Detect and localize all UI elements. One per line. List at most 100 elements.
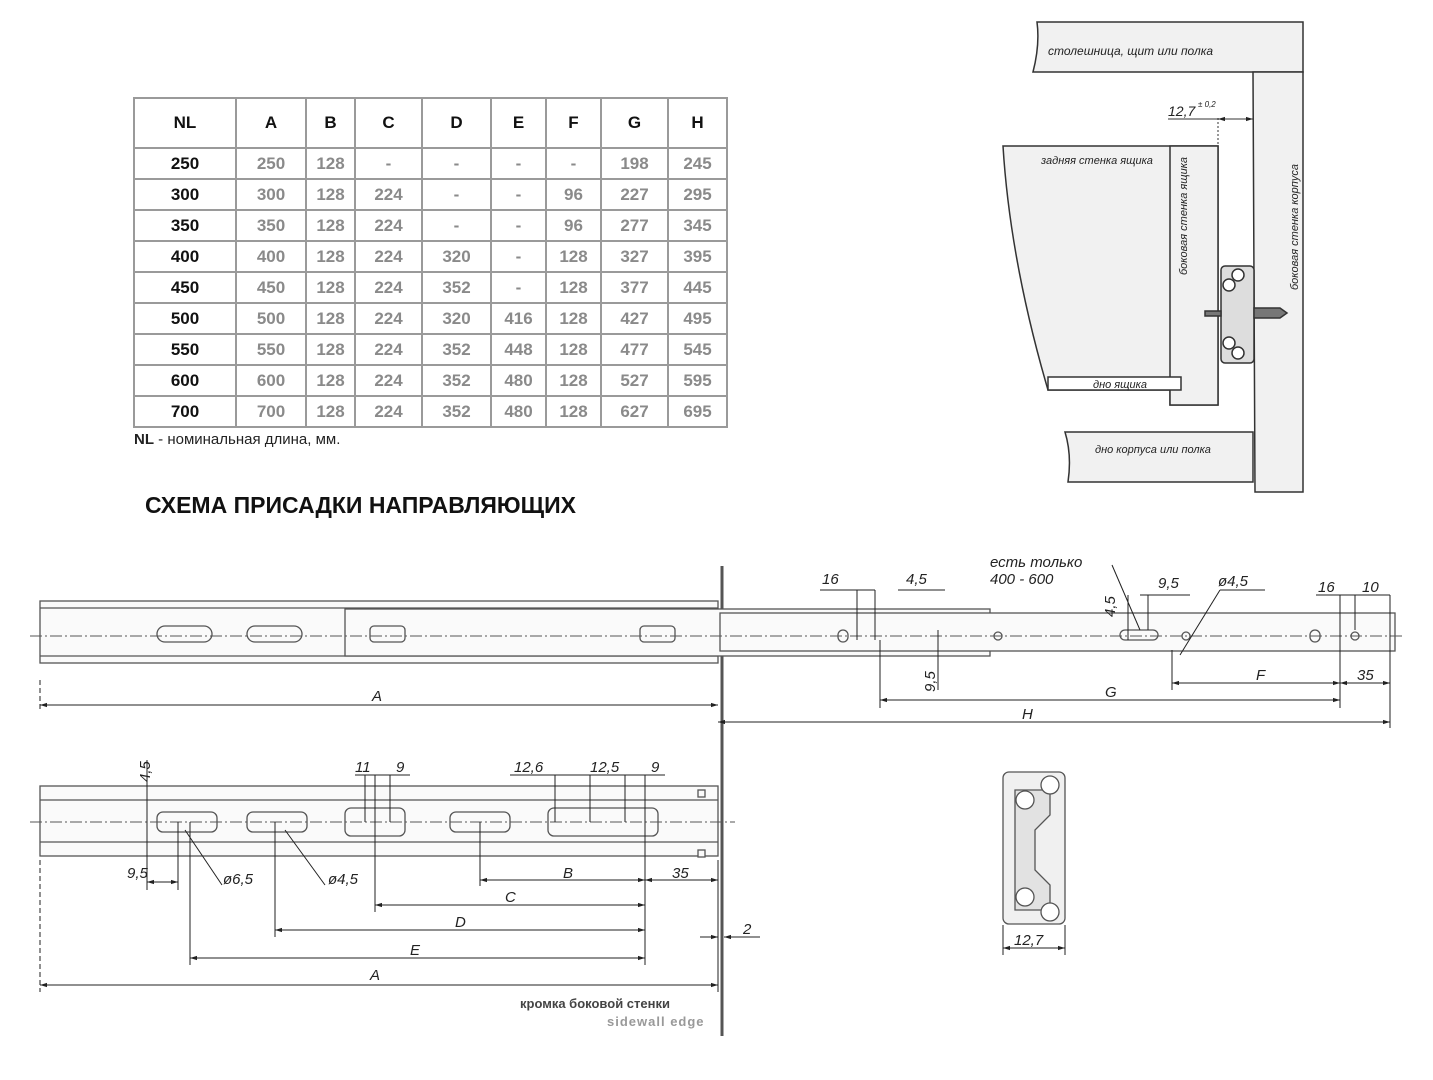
table-cell: 448 [490,333,547,366]
label-drawer-side: боковая стенка ящика [1178,157,1190,275]
column-header: H [667,97,728,149]
table-cell: 345 [667,209,728,242]
table-cell: 128 [305,240,356,273]
note-text: - номинальная длина, мм. [154,431,341,448]
table-cell: - [545,147,602,180]
table-cell: 250 [133,147,237,180]
dim-H: H [1022,706,1033,723]
table-cell: - [490,240,547,273]
table-cell: 128 [305,209,356,242]
label-drawer-bottom: дно ящика [1093,379,1147,391]
column-header: D [421,97,492,149]
table-cell: 395 [667,240,728,273]
table-cell: 128 [305,364,356,397]
table-cell: 128 [305,178,356,211]
label-cabinet-bottom: дно корпуса или полка [1095,444,1211,456]
dim-B: B [563,865,573,882]
label-tolerance: ± 0,2 [1198,100,1216,109]
table-cell: 224 [354,302,423,335]
table-cell: 224 [354,364,423,397]
column-header: G [600,97,669,149]
table-cell: 128 [545,333,602,366]
dim-diameter-6-5: ø6,5 [223,871,254,888]
label-drawer-back: задняя стенка ящика [1040,155,1153,167]
table-cell: 128 [305,333,356,366]
table-cell: 495 [667,302,728,335]
table-cell: 550 [133,333,237,366]
bottom-rail-drawing [30,785,735,858]
column-header: B [305,97,356,149]
table-cell: 550 [235,333,307,366]
table-cell: 300 [235,178,307,211]
table-cell: 128 [305,302,356,335]
dim-2: 2 [742,921,752,938]
column-header: E [490,97,547,149]
dim-9-5-vertical: 9,5 [922,670,939,692]
table-cell: 227 [600,178,669,211]
label-countertop: столешница, щит или полка [1048,44,1213,58]
table-cell: 416 [490,302,547,335]
page-title: СХЕМА ПРИСАДКИ НАПРАВЛЯЮЩИХ [145,492,576,518]
table-cell: 627 [600,395,669,428]
table-cell: - [354,147,423,180]
table-cell: 352 [421,395,492,428]
table-cell: 277 [600,209,669,242]
table-cell: - [490,178,547,211]
table-cell: 450 [133,271,237,304]
table-cell: 477 [600,333,669,366]
dim-35: 35 [1357,667,1374,684]
dim-A: A [371,688,382,705]
dim-D: D [455,914,466,931]
label-only: есть только [990,554,1082,571]
dim-9-5: 9,5 [127,865,149,882]
table-cell: 128 [545,271,602,304]
table-cell: 450 [235,271,307,304]
table-cell: 224 [354,209,423,242]
table-cell: 224 [354,178,423,211]
drawer-side-panel [1169,145,1219,406]
table-cell: 352 [421,364,492,397]
note-key: NL [134,431,154,448]
bottom-rail-dimensions [39,760,760,992]
table-cell: 600 [235,364,307,397]
top-rail-drawing [30,600,1405,664]
dim-F: F [1256,667,1266,684]
table-cell: - [421,178,492,211]
column-header: C [354,97,423,149]
cabinet-bottom-panel [1063,431,1254,483]
table-cell: 224 [354,333,423,366]
table-cell: 128 [305,147,356,180]
table-cell: 500 [235,302,307,335]
table-cell: 545 [667,333,728,366]
table-cell: - [490,271,547,304]
table-cell: 128 [545,364,602,397]
table-cell: 96 [545,209,602,242]
table-cell: 695 [667,395,728,428]
table-cell: 128 [545,395,602,428]
table-cell: 500 [133,302,237,335]
table-cell: 445 [667,271,728,304]
drawer-bottom-panel [1047,376,1182,391]
table-cell: 400 [235,240,307,273]
table-cell: 198 [600,147,669,180]
table-cell: - [490,147,547,180]
table-cell: 700 [235,395,307,428]
label-sidewall-edge-ru: кромка боковой стенки [520,996,670,1011]
column-header: F [545,97,602,149]
dim-12-6: 12,6 [514,759,544,776]
table-cell: 480 [490,364,547,397]
column-header: A [235,97,307,149]
dim-G: G [1105,684,1117,701]
dim-4-5-vertical: 4,5 [1102,595,1119,617]
dim-11: 11 [355,759,371,776]
